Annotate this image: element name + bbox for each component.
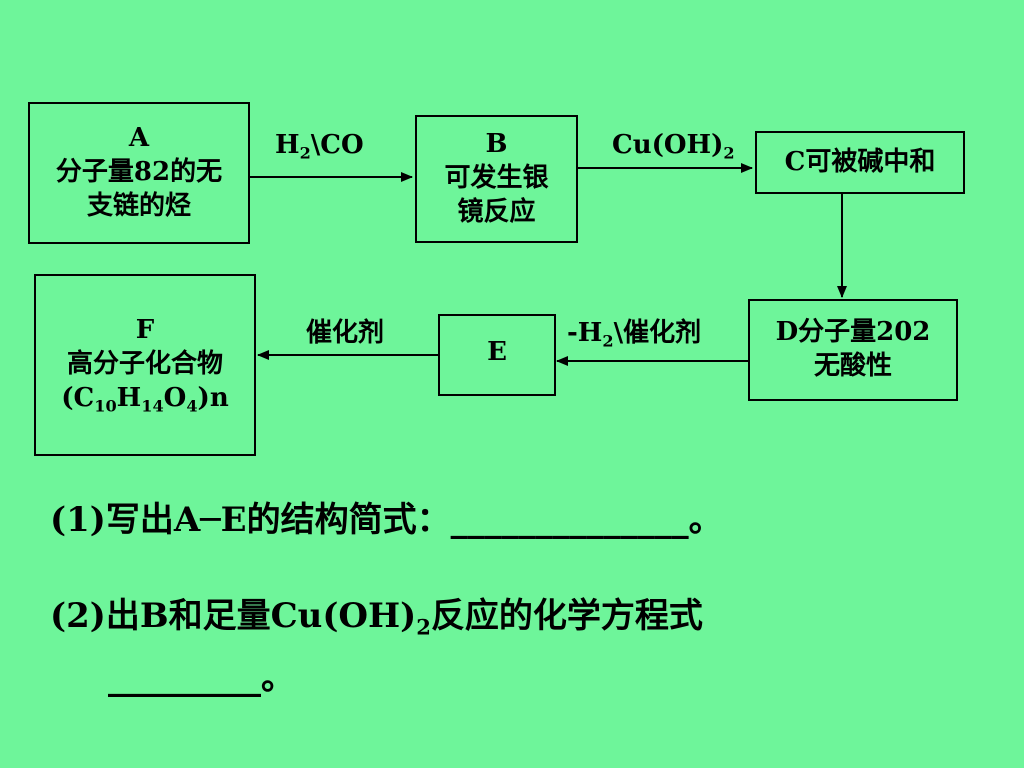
arrow-b-c-label: Cu(OH)2 xyxy=(612,130,735,163)
box-f: F 高分子化合物 (C10H14O4)n xyxy=(34,274,256,456)
box-b-label: B xyxy=(485,129,508,160)
arrow-e-f-label: 催化剂 xyxy=(306,318,385,348)
box-e: E xyxy=(438,314,556,396)
question-2-answer-blank: _________。 xyxy=(108,658,295,698)
arrow-d-e-label: -H2\催化剂 xyxy=(567,318,702,351)
box-d: D分子量202 无酸性 xyxy=(748,299,958,401)
box-b: B 可发生银 镜反应 xyxy=(415,115,578,243)
box-f-desc: 高分子化合物 xyxy=(66,349,223,380)
box-d-desc-2: 无酸性 xyxy=(813,351,892,381)
box-d-desc-1: D分子量202 xyxy=(775,317,931,348)
question-2: (2)出B和足量Cu(OH)2反应的化学方程式 xyxy=(50,596,703,640)
box-a-label: A xyxy=(128,123,150,154)
box-c: C可被碱中和 xyxy=(755,131,965,194)
arrow-a-b-label: H2\CO xyxy=(275,130,364,163)
box-e-text: E xyxy=(487,337,507,367)
box-a-desc-1: 分子量82的无 xyxy=(55,157,223,188)
question-1: (1)写出A─E的结构简式：______________。 xyxy=(50,500,723,540)
box-a-desc-2: 支链的烃 xyxy=(86,190,191,221)
box-c-text: C可被碱中和 xyxy=(784,146,936,177)
box-f-formula: (C10H14O4)n xyxy=(61,382,229,416)
box-a: A 分子量82的无 支链的烃 xyxy=(28,102,250,244)
box-b-desc-2: 镜反应 xyxy=(457,196,536,227)
box-b-desc-1: 可发生银 xyxy=(444,163,549,194)
box-f-label: F xyxy=(135,315,155,346)
